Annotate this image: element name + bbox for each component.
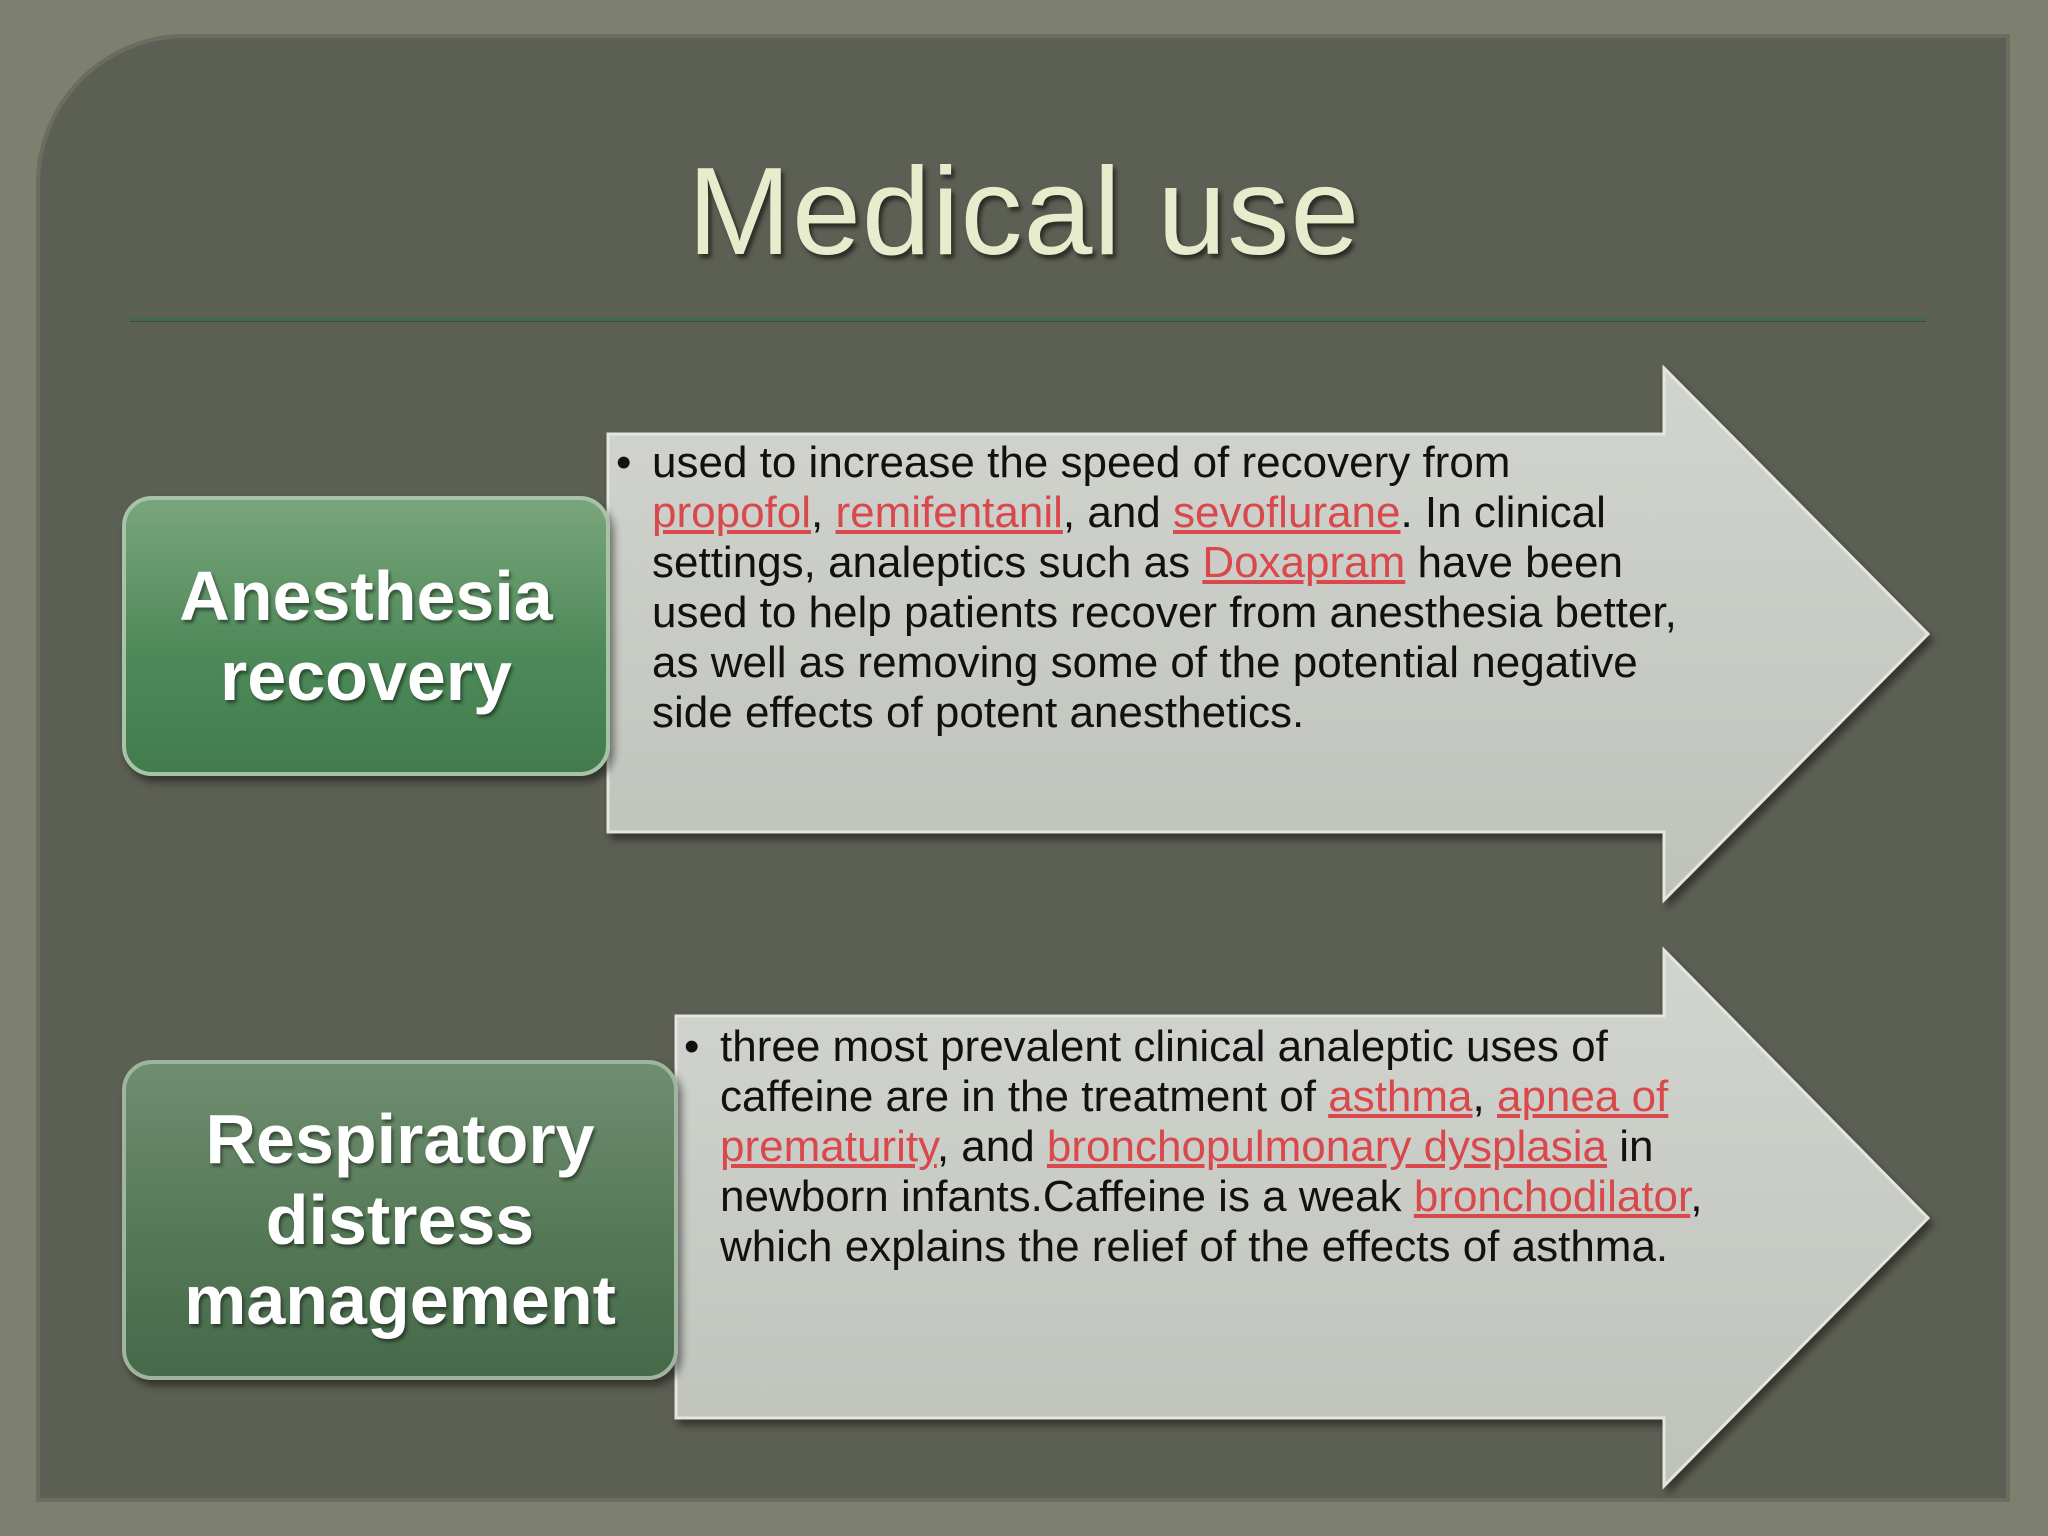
text-run: , xyxy=(1472,1072,1497,1121)
text-run: used to increase the speed of recovery f… xyxy=(652,438,1511,487)
bullet-dot: • xyxy=(684,1022,700,1071)
bullet-dot: • xyxy=(616,438,632,487)
text-run: , and xyxy=(936,1122,1047,1171)
title-divider xyxy=(130,318,1926,321)
text-run: , which explains the relief of the effec… xyxy=(720,1172,1703,1271)
bullet-respiratory: • three most prevalent clinical analepti… xyxy=(684,1022,1720,1272)
text-run: have been used to help patients recover … xyxy=(652,538,1677,737)
link-asthma[interactable]: asthma xyxy=(1328,1072,1473,1121)
link-doxapram[interactable]: Doxapram xyxy=(1202,538,1406,587)
link-remifentanil[interactable]: remifentanil xyxy=(835,488,1063,537)
link-bronchopulmonary-dysplasia[interactable]: bronchopulmonary dysplasia xyxy=(1046,1122,1608,1171)
arrow-shape-2 xyxy=(674,946,1931,1490)
link-apnea-of-prematurity[interactable]: apnea of prematurity xyxy=(720,1072,1669,1171)
label-line: distress xyxy=(265,1180,535,1259)
label-line: Respiratory xyxy=(205,1100,595,1179)
label-line: management xyxy=(184,1261,616,1340)
link-sevoflurane[interactable]: sevoflurane xyxy=(1173,488,1401,537)
label-anesthesia-recovery: Anesthesia recovery xyxy=(122,496,610,776)
link-propofol[interactable]: propofol xyxy=(652,488,812,537)
arrow-shape-1 xyxy=(606,364,1931,904)
label-respiratory-distress: Respiratory distress management xyxy=(122,1060,678,1380)
slide-title: Medical use xyxy=(687,143,1361,281)
bullet-anesthesia: • used to increase the speed of recovery… xyxy=(616,438,1692,738)
label-line: recovery xyxy=(220,637,512,715)
text-run: . In clinical settings, analeptics such … xyxy=(652,488,1606,587)
text-run: , and xyxy=(1062,488,1173,537)
link-bronchodilator[interactable]: bronchodilator xyxy=(1413,1172,1691,1221)
label-line: Anesthesia xyxy=(179,556,553,635)
text-run: in newborn infants.Caffeine is a weak xyxy=(720,1122,1654,1221)
text-run: , xyxy=(811,488,836,537)
text-run: three most prevalent clinical analeptic … xyxy=(720,1022,1608,1121)
